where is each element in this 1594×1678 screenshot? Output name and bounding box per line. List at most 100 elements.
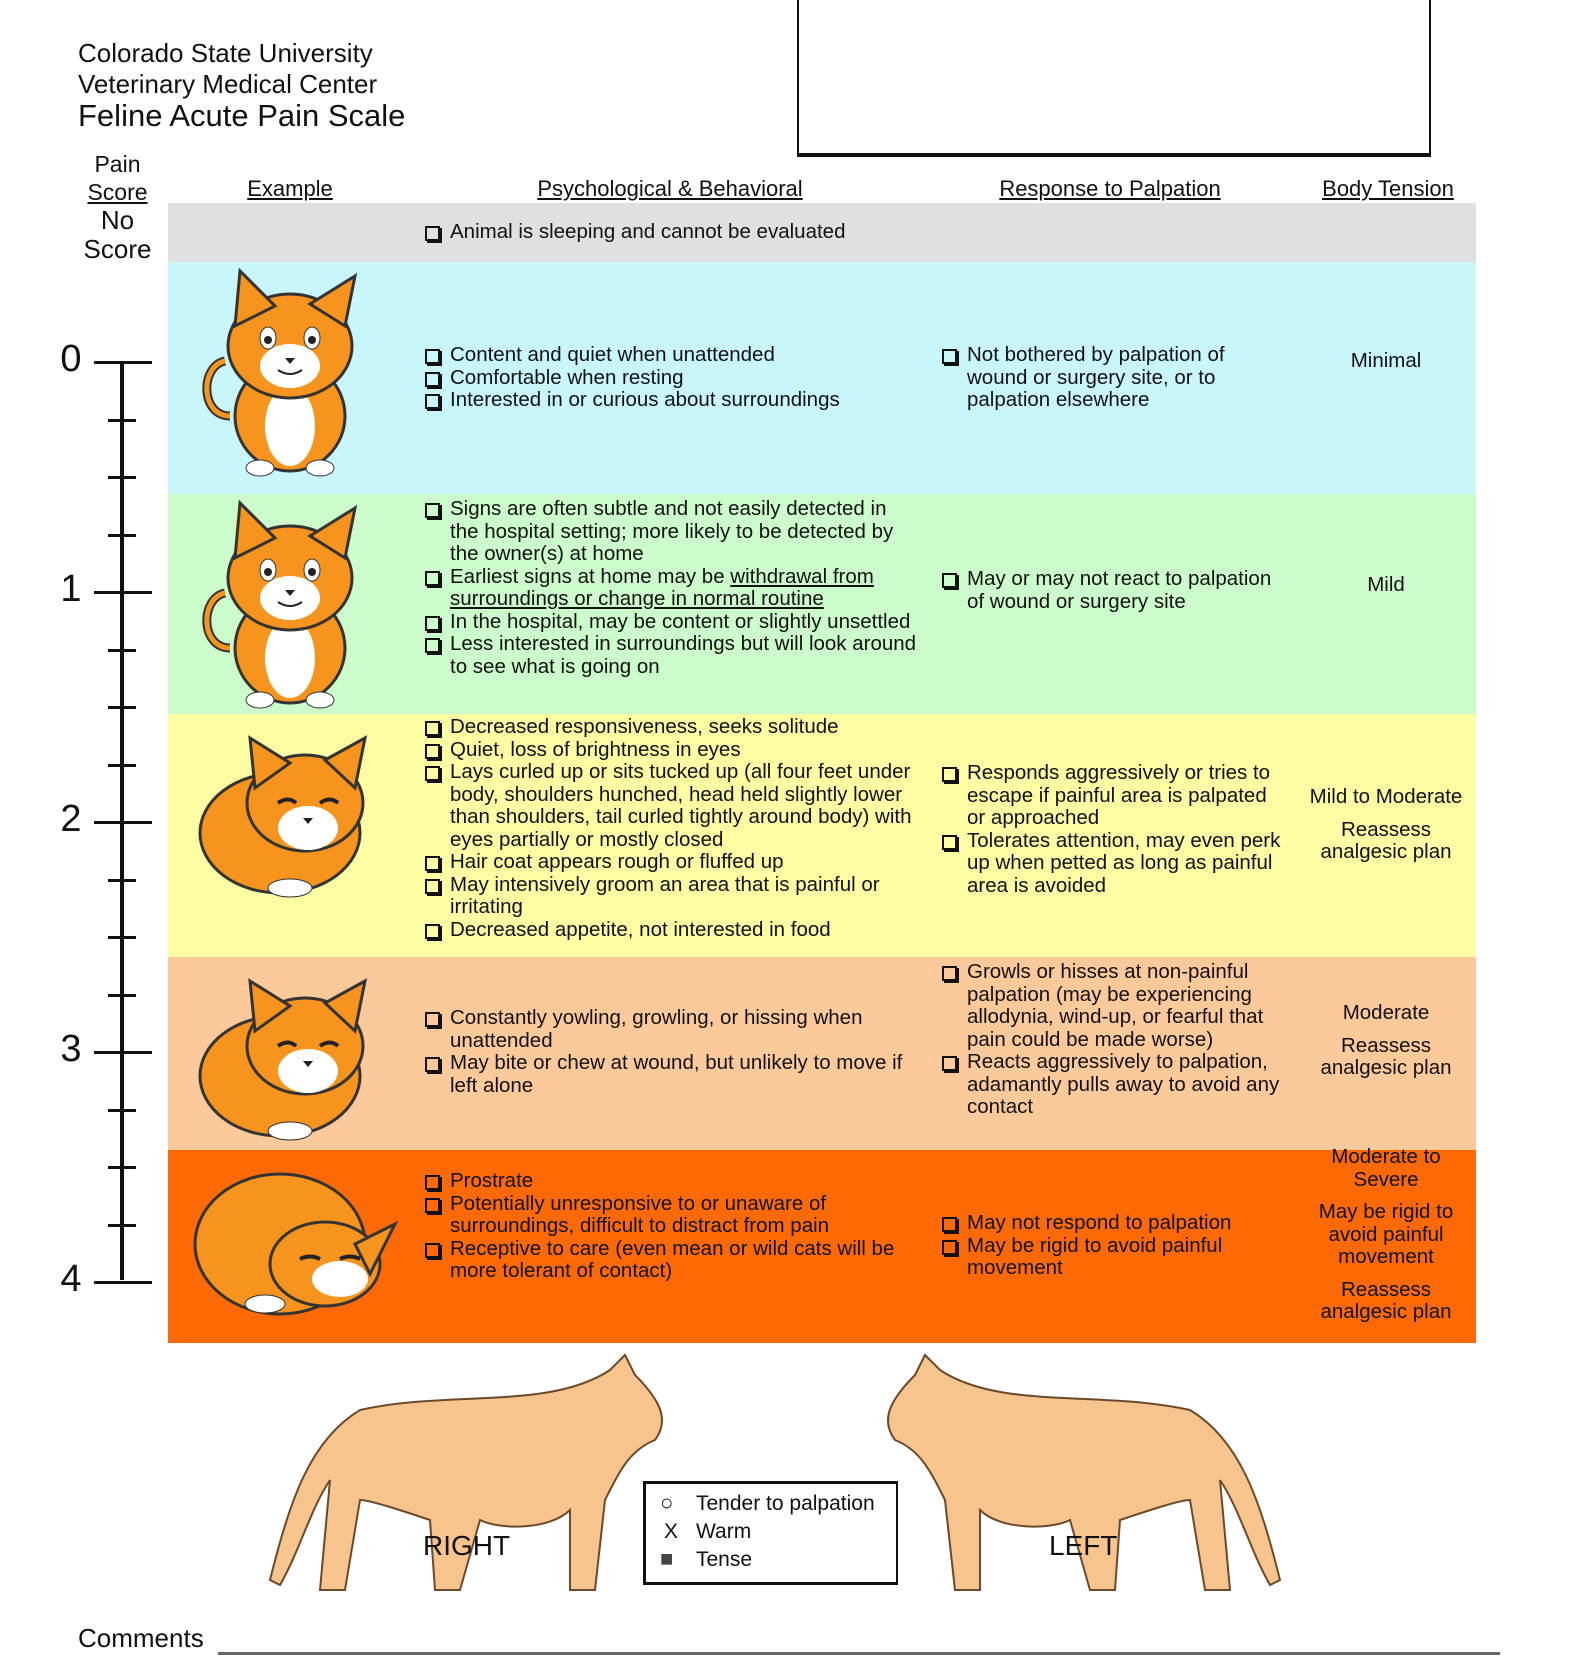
cat-example-icon: [190, 498, 380, 719]
circle-icon: ○: [660, 1490, 674, 1515]
palpation-response-cell: Not bothered by palpation of wound or su…: [940, 343, 1285, 412]
scale-label: 0: [60, 338, 82, 380]
palpation-checkbox-item[interactable]: Reacts aggressively to palpation, adaman…: [940, 1050, 1285, 1119]
left-side-label: LEFT: [1049, 1530, 1118, 1561]
tension-text: Moderate to Severe: [1331, 1145, 1441, 1191]
scale-tick: [108, 763, 136, 767]
psych-checkbox-item[interactable]: Receptive to care (even mean or wild cat…: [423, 1237, 918, 1283]
scale-tick: [108, 706, 136, 709]
center-name: Veterinary Medical Center: [78, 69, 378, 99]
scale-tick: [94, 591, 152, 594]
scale-tick: [108, 936, 136, 939]
psych-behavioral-cell: Decreased responsiveness, seeks solitude…: [423, 715, 918, 942]
comments-label: Comments: [78, 1623, 204, 1653]
no-score-label: No Score: [70, 206, 165, 264]
psych-checkbox-item[interactable]: Less interested in surroundings but will…: [423, 632, 918, 678]
scale-label: 4: [60, 1258, 82, 1300]
scale-tick: [108, 878, 136, 882]
psych-checkbox-item[interactable]: Content and quiet when unattended: [423, 343, 918, 367]
psych-checkbox-item[interactable]: Constantly yowling, growling, or hissing…: [423, 1006, 918, 1052]
tension-text: Minimal: [1350, 349, 1422, 372]
scale-label: 3: [60, 1028, 82, 1070]
psych-behavioral-cell: Signs are often subtle and not easily de…: [423, 497, 918, 678]
psych-checkbox-item[interactable]: Interested in or curious about surroundi…: [423, 388, 918, 412]
legend-warm: Warm: [696, 1520, 752, 1543]
psych-checkbox-item[interactable]: Hair coat appears rough or fluffed up: [423, 850, 918, 874]
right-side-label: RIGHT: [423, 1530, 511, 1561]
palpation-column-header: Response to Palpation: [999, 176, 1221, 201]
example-column-header: Example: [247, 176, 333, 201]
patient-info-box[interactable]: [797, 0, 1431, 157]
scale-tick: [108, 418, 136, 422]
cat-example-icon: [190, 266, 380, 487]
psych-checkbox-item[interactable]: May intensively groom an area that is pa…: [423, 873, 918, 919]
pain-score-row-2: Decreased responsiveness, seeks solitude…: [168, 714, 1476, 957]
tension-text: Mild to Moderate: [1309, 785, 1463, 808]
no-score-row: Animal is sleeping and cannot be evaluat…: [168, 203, 1476, 262]
legend-tense: Tense: [696, 1548, 753, 1571]
cat-body-left-icon[interactable]: [860, 1350, 1300, 1600]
psych-checkbox-item[interactable]: Prostrate: [423, 1169, 918, 1193]
scale-tick: [108, 476, 136, 479]
x-mark-icon: X: [664, 1520, 679, 1543]
palpation-checkbox-item[interactable]: Not bothered by palpation of wound or su…: [940, 343, 1285, 412]
pain-score-row-1: Signs are often subtle and not easily de…: [168, 494, 1476, 714]
palpation-checkbox-item[interactable]: May not respond to palpation: [940, 1211, 1285, 1235]
palpation-checkbox-item[interactable]: May or may not react to palpation of wou…: [940, 567, 1285, 613]
psych-checkbox-item[interactable]: Earliest signs at home may be withdrawal…: [423, 564, 918, 611]
cat-example-icon: [190, 1154, 400, 1330]
scale-label: 1: [60, 568, 82, 610]
palpation-checkbox-item[interactable]: Growls or hisses at non-painful palpatio…: [940, 960, 1285, 1051]
scale-tick: [108, 993, 136, 997]
tension-text: Reassess analgesic plan: [1320, 1277, 1452, 1323]
cat-body-right-icon[interactable]: [250, 1350, 690, 1600]
body-tension-cell: Mild: [1296, 573, 1476, 597]
tension-text: Mild: [1367, 573, 1405, 596]
psych-checkbox-item[interactable]: Lays curled up or sits tucked up (all fo…: [423, 760, 918, 851]
psych-column-header: Psychological & Behavioral: [537, 176, 803, 201]
psych-checkbox-item[interactable]: Signs are often subtle and not easily de…: [423, 497, 918, 566]
scale-tick: [94, 1051, 152, 1054]
palpation-response-cell: May or may not react to palpation of wou…: [940, 567, 1285, 613]
scale-tick: [94, 1281, 152, 1284]
psych-checkbox-item[interactable]: Decreased responsiveness, seeks solitude: [423, 715, 918, 739]
palpation-checkbox-item[interactable]: Tolerates attention, may even perk up wh…: [940, 829, 1285, 898]
item-text: Earliest signs at home may be: [450, 564, 731, 588]
tension-text: Reassess analgesic plan: [1320, 1033, 1452, 1079]
psych-checkbox-item[interactable]: Decreased appetite, not interested in fo…: [423, 918, 918, 942]
psych-checkbox-item[interactable]: Quiet, loss of brightness in eyes: [423, 738, 918, 762]
scale-tick: [108, 648, 136, 652]
cat-example-icon: [190, 718, 380, 914]
tension-column-header: Body Tension: [1322, 176, 1454, 201]
scale-tick: [108, 533, 136, 537]
psych-checkbox-item[interactable]: In the hospital, may be content or sligh…: [423, 610, 918, 634]
legend-box: ○ Tender to palpation X Warm ■ Tense: [643, 1481, 898, 1585]
palpation-response-cell: Growls or hisses at non-painful palpatio…: [940, 960, 1285, 1119]
no-text: No: [100, 205, 135, 235]
no-score-checkbox-item[interactable]: Animal is sleeping and cannot be evaluat…: [423, 220, 1594, 244]
palpation-checkbox-item[interactable]: Responds aggressively or tries to escape…: [940, 761, 1285, 830]
palpation-checkbox-item[interactable]: May be rigid to avoid painful movement: [940, 1234, 1285, 1280]
body-tension-cell: Minimal: [1296, 349, 1476, 373]
psych-checkbox-item[interactable]: May bite or chew at wound, but unlikely …: [423, 1051, 918, 1097]
filled-square-icon: ■: [660, 1546, 674, 1571]
palpation-response-cell: Responds aggressively or tries to escape…: [940, 761, 1285, 898]
psych-checkbox-item[interactable]: Potentially unresponsive to or unaware o…: [423, 1192, 918, 1238]
institution-heading: Colorado State University Veterinary Med…: [78, 38, 377, 100]
comments-line[interactable]: [218, 1652, 1500, 1655]
page-title: Feline Acute Pain Scale: [78, 98, 406, 133]
psych-behavioral-cell: Constantly yowling, growling, or hissing…: [423, 1006, 918, 1097]
tension-text: May be rigid to avoid painful movement: [1318, 1200, 1454, 1268]
underlined-text: withdrawal from surroundings or change i…: [450, 564, 874, 610]
pain-score-header: Pain Score: [70, 150, 165, 206]
legend-tender: Tender to palpation: [696, 1492, 875, 1515]
psych-checkbox-item[interactable]: Comfortable when resting: [423, 366, 918, 390]
pain-label: Pain: [94, 151, 141, 177]
scale-tick: [108, 1108, 136, 1112]
